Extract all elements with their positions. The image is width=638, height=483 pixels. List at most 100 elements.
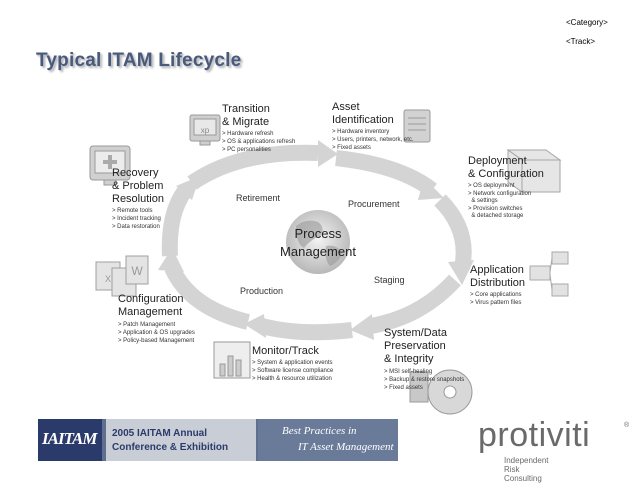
best-practices-line2: IT Asset Management (298, 441, 394, 453)
stage-configuration-management: Configuration Management > Patch Managem… (118, 293, 195, 344)
stage-bullet: > Hardware inventory (332, 129, 389, 135)
stage-bullet: > Backup & restore snapshots (384, 377, 464, 383)
stage-bullet: > MSI self-healing (384, 369, 432, 375)
stage-title: System/Data (384, 327, 448, 339)
track-placeholder: <Track> (566, 37, 596, 46)
stage-title: & Configuration (468, 168, 544, 180)
best-practices-panel: Best Practices in IT Asset Management (258, 419, 398, 461)
center-label-line1: Process (295, 226, 342, 241)
arc-label-staging: Staging (374, 275, 405, 285)
conference-title-panel: 2005 IAITAM Annual Conference & Exhibiti… (106, 419, 256, 461)
arc-label-production: Production (240, 286, 283, 296)
stage-bullet: > Core applications (470, 292, 522, 298)
stage-title: Application (470, 264, 524, 276)
globe-continent (325, 245, 342, 266)
cycle-arrow-segment (368, 274, 461, 334)
globe-continent (296, 220, 323, 248)
stage-monitor-track: Monitor/Track > System & application eve… (252, 345, 334, 382)
stage-title: & Problem (112, 180, 163, 192)
iaitam-logo: IAITAM (38, 419, 102, 461)
stage-title: Recovery (112, 167, 159, 179)
stage-deployment-configuration: Deployment & Configuration > OS deployme… (468, 155, 544, 219)
stage-bullet: > OS & applications refresh (222, 139, 295, 145)
distribution-icon (529, 251, 569, 297)
arrowhead (176, 176, 200, 200)
server-icon (403, 109, 431, 143)
iaitam-logo-text: IAITAM (42, 429, 97, 448)
svg-text:X: X (105, 274, 111, 284)
category-placeholder: <Category> (566, 18, 608, 27)
stage-bullet: > Data restoration (112, 224, 160, 230)
stage-title: Deployment (468, 155, 527, 167)
documents-icon: W X (95, 255, 149, 297)
stage-asset-identification: Asset Identification > Hardware inventor… (332, 101, 414, 151)
stage-title: Distribution (470, 277, 525, 289)
stage-bullet: > Provision switches (468, 206, 523, 212)
svg-text:xp: xp (201, 126, 210, 135)
stage-title: & Integrity (384, 353, 434, 365)
stage-bullet: > Hardware refresh (222, 131, 274, 137)
recovery-icon (89, 145, 131, 186)
stage-bullet: > Patch Management (118, 322, 176, 328)
conference-title-line1: 2005 IAITAM Annual (112, 428, 208, 439)
stage-bullet: > System & application events (252, 360, 333, 366)
cycle-arrowheads (158, 140, 474, 340)
cycle-arrow-segment (335, 150, 437, 197)
stage-bullet: > Application & OS upgrades (118, 330, 195, 336)
box-icon (506, 149, 562, 193)
center-globe (286, 210, 350, 274)
arrowhead (158, 248, 184, 272)
stage-title: Monitor/Track (252, 345, 319, 357)
chart-icon (213, 341, 251, 379)
stage-transition-migrate: Transition & Migrate > Hardware refresh … (222, 103, 295, 153)
stage-bullet: > PC personalities (222, 147, 271, 153)
center-label-line2: Management (280, 244, 356, 259)
pc-migration-icon: xp (189, 114, 221, 146)
arrowhead (350, 314, 374, 340)
stage-title: Transition (222, 103, 270, 115)
conference-banner: IAITAM 2005 IAITAM Annual Conference & E… (38, 419, 398, 461)
arc-label-retirement: Retirement (236, 193, 281, 203)
conference-title-line2: Conference & Exhibition (112, 442, 229, 453)
arrowhead (244, 314, 266, 338)
cycle-arrow-segment (259, 318, 353, 341)
stage-title: & Migrate (222, 116, 269, 128)
arrowhead (448, 260, 474, 285)
stage-bullet: > OS deployment (468, 183, 515, 189)
slide-title: Typical ITAM Lifecycle (36, 50, 242, 71)
stage-title: Resolution (112, 193, 164, 205)
stage-bullet: > Health & resource utilization (252, 376, 332, 382)
stage-bullet: & detached storage (468, 213, 524, 219)
svg-text:W: W (131, 264, 143, 278)
stage-title: Management (118, 306, 182, 318)
stage-title: Preservation (384, 340, 446, 352)
cycle-arrow-segment (164, 264, 250, 330)
stage-bullet: > Fixed assets (384, 385, 423, 391)
stage-bullet: > Users, printers, network, etc. (332, 137, 414, 143)
stage-bullet: > Software license compliance (252, 368, 334, 374)
best-practices-line1: Best Practices in (282, 425, 357, 437)
brand-registered-mark: ® (624, 422, 630, 429)
stage-bullet: > Remote tools (112, 208, 153, 214)
stage-application-distribution: Application Distribution > Core applicat… (470, 264, 525, 306)
cycle-arrow-segment (187, 144, 319, 190)
stage-bullet: > Fixed assets (332, 145, 371, 151)
arrowhead (418, 178, 444, 200)
cycle-arrow-segment (161, 187, 191, 257)
stage-bullet: & settings (468, 198, 498, 204)
disc-icon (409, 369, 473, 415)
stage-system-data-preservation: System/Data Preservation & Integrity > M… (384, 327, 464, 391)
arc-label-procurement: Procurement (348, 199, 400, 209)
stage-recovery-problem-resolution: Recovery & Problem Resolution > Remote t… (112, 167, 164, 230)
stage-title: Identification (332, 114, 394, 126)
arrowhead (318, 140, 338, 167)
cycle-arrow-segment (434, 194, 472, 270)
stage-bullet: > Network configuration (468, 191, 531, 197)
stage-bullet: > Policy-based Management (118, 338, 195, 344)
stage-bullet: > Incident tracking (112, 216, 161, 222)
stage-title: Configuration (118, 293, 183, 305)
brand-name: protiviti (478, 416, 591, 454)
stage-bullet: > Virus pattern files (470, 300, 521, 306)
stage-title: Asset (332, 101, 360, 113)
